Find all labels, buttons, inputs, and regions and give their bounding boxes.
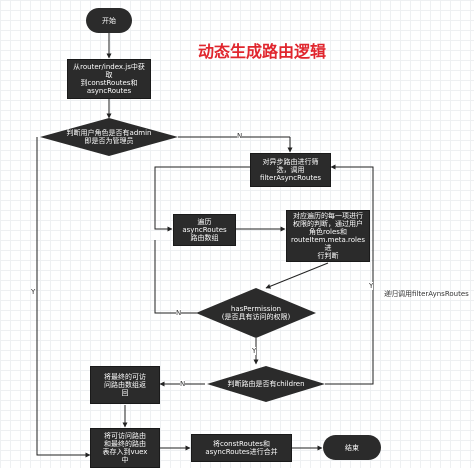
admin-no-label: N xyxy=(237,132,243,140)
edge-children-yes xyxy=(325,164,374,385)
recursive-call-label: 递归调用filterAynsRoutes xyxy=(384,290,469,298)
edge-admin-yes xyxy=(36,137,91,458)
children-no-label: N xyxy=(180,380,186,388)
edge-permission-no xyxy=(154,240,205,314)
decision-children xyxy=(207,366,325,402)
permission-yes-label: Y xyxy=(252,347,257,355)
has-permission-label: hasPermission (是否具有访问的权限) xyxy=(221,305,291,321)
decision-admin xyxy=(40,118,178,156)
check-admin-label: 判断用户角色是否有admin 即是否为管理员 xyxy=(66,129,152,145)
start-node: 开始 xyxy=(86,8,132,33)
return-routes-node: 将最终的可访 问路由数组返 回 xyxy=(90,366,160,404)
decision-has-permission xyxy=(196,288,316,338)
get-routes-node: 从router/index.js中获取 到constRoutes和 asyncR… xyxy=(67,59,151,99)
filter-async-node: 对异步路由进行筛 选，调用 filterAsyncRoutes xyxy=(250,153,331,187)
iterate-node: 遍历 asyncRoutes 路由数组 xyxy=(173,214,236,246)
check-permission-node: 对应遍历的每一项进行 权限的判断，通过用户 角色roles和 routeItem… xyxy=(286,210,370,262)
admin-yes-label: Y xyxy=(31,288,36,296)
edge-check-to-permission xyxy=(265,262,329,289)
merge-node: 将constRoutes和 asyncRoutes进行合并 xyxy=(191,434,292,462)
page-title: 动态生成路由逻辑 xyxy=(198,42,327,61)
children-yes-label: Y xyxy=(369,282,374,290)
permission-no-label: N xyxy=(176,309,182,317)
check-children-label: 判断路由是否有children xyxy=(227,380,305,388)
store-vuex-node: 将可访问路由 和最终的路由 表存入到vuex 中 xyxy=(90,428,160,468)
end-node: 结束 xyxy=(323,435,381,460)
edge-filter-to-iterate xyxy=(154,166,250,232)
